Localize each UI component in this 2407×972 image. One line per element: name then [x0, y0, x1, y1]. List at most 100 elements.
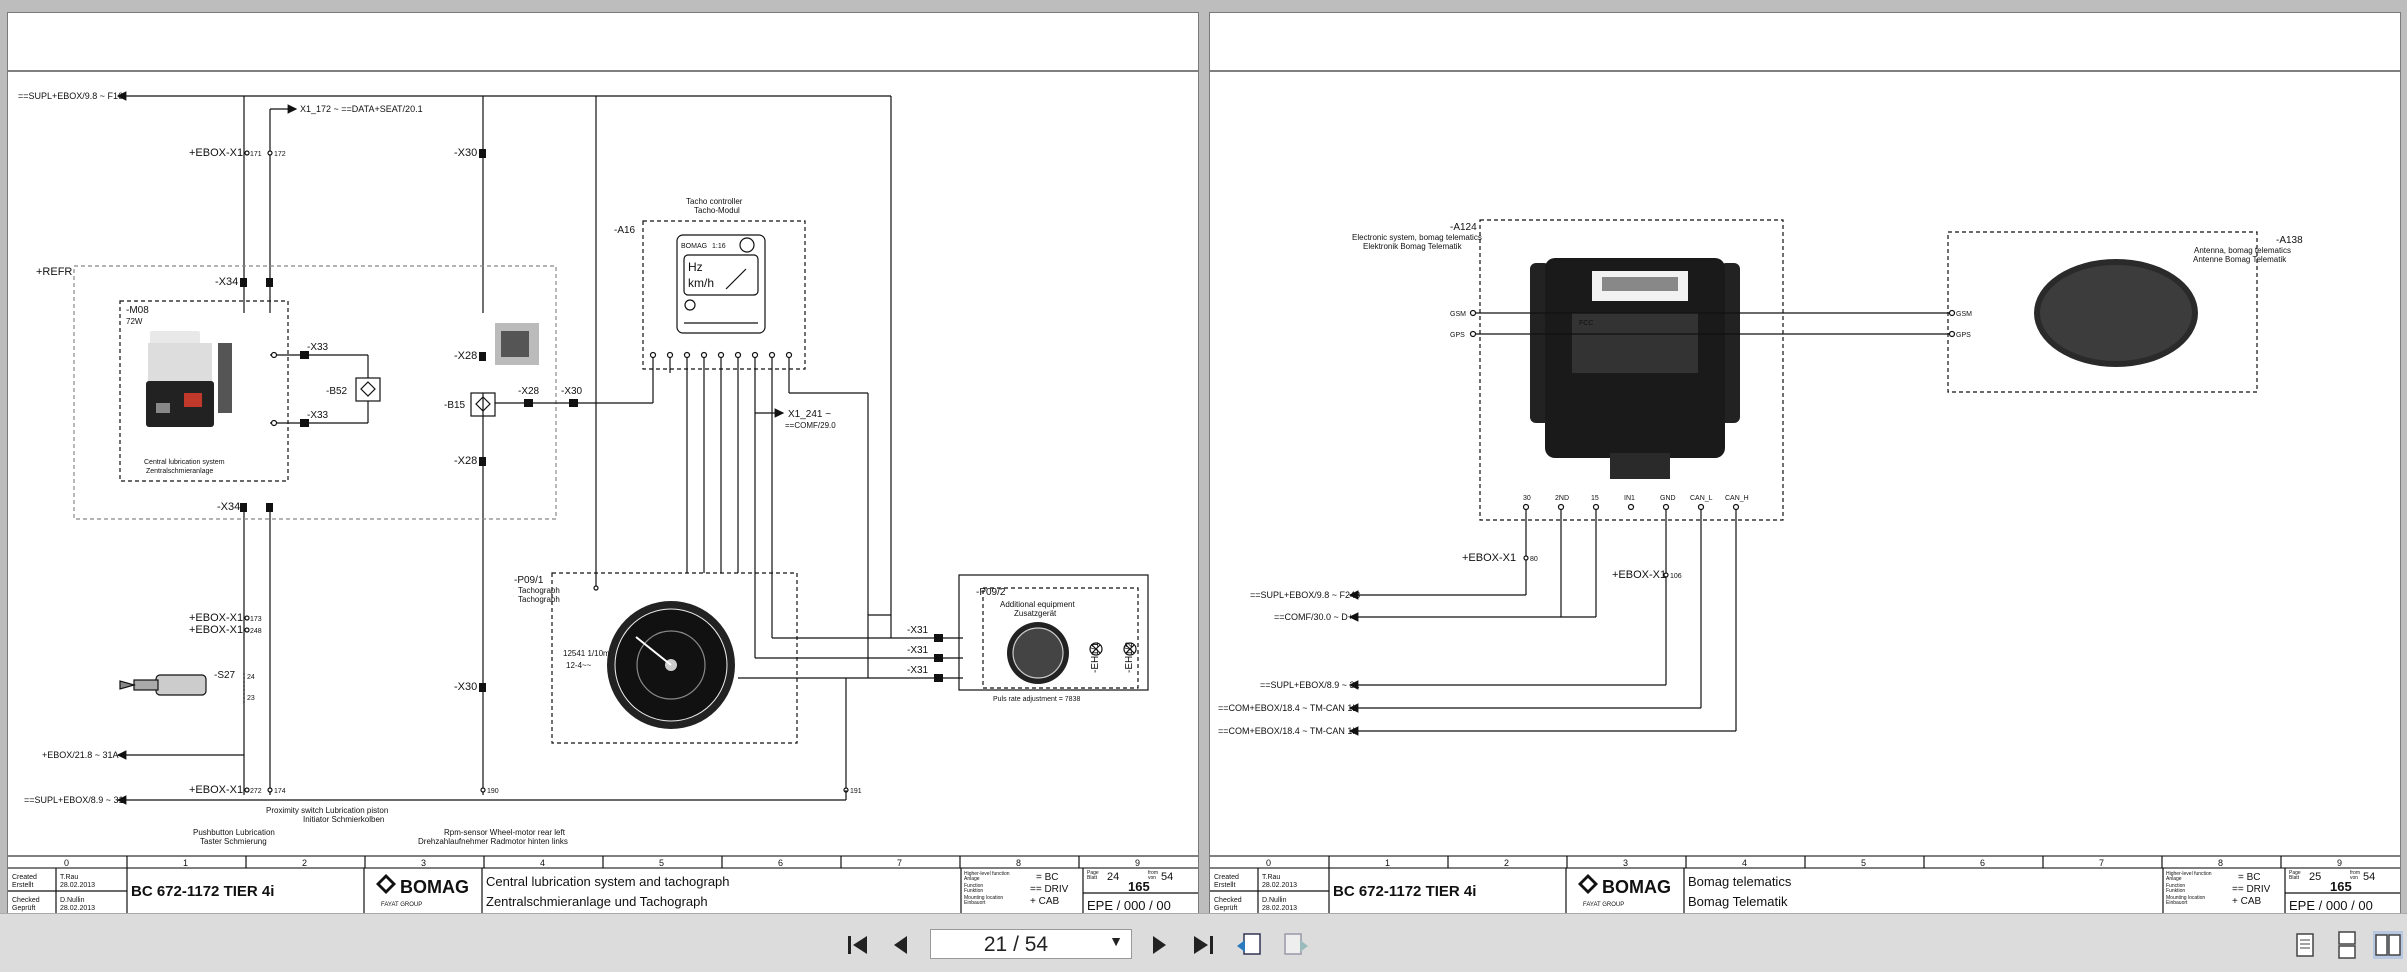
svg-text:54: 54	[2363, 871, 2375, 883]
svg-text:2ND: 2ND	[1555, 495, 1569, 502]
a16-pins	[649, 351, 793, 658]
svg-text:2: 2	[1504, 858, 1509, 868]
first-page-icon[interactable]	[845, 932, 871, 958]
p092-pulse: Puls rate adjustment = 7838	[993, 696, 1080, 703]
svg-text:0: 0	[1266, 858, 1271, 868]
m08-label-en: Central lubrication system	[144, 459, 225, 466]
svg-text:from: from	[2350, 870, 2360, 876]
svg-text:12-4~~: 12-4~~	[566, 661, 592, 670]
two-page-view-icon[interactable]	[2373, 931, 2403, 959]
svg-text:D.Nullin: D.Nullin	[60, 897, 85, 904]
svg-text:24: 24	[1107, 871, 1119, 883]
a138-label-en: Antenna, bomag telematics	[2194, 246, 2291, 255]
svg-text:Geprüft: Geprüft	[12, 905, 35, 912]
svg-text:BOMAG: BOMAG	[681, 243, 707, 250]
svg-text:3: 3	[421, 858, 426, 868]
m08-tag: -M08	[126, 305, 149, 316]
next-page-icon[interactable]	[1146, 932, 1172, 958]
a124-label-de: Elektronik Bomag Telematik	[1363, 242, 1463, 251]
s27-pushbutton-image	[119, 674, 207, 696]
svg-text:FCC: FCC	[1579, 320, 1593, 327]
schematic-right-svg: -A124 Electronic system, bomag telematic…	[1210, 70, 2400, 914]
continuous-view-icon[interactable]	[2334, 931, 2360, 959]
svg-text:Tachograph: Tachograph	[518, 595, 560, 604]
refr-label: +REFR	[36, 266, 72, 278]
schematic-page-right: -A124 Electronic system, bomag telematic…	[1209, 12, 2401, 915]
svg-text:173: 173	[250, 616, 262, 623]
svg-text:Bomag Telematik: Bomag Telematik	[1688, 894, 1788, 909]
page-indicator: 21 / 54	[983, 933, 1049, 956]
svg-text:EPE / 000 / 00: EPE / 000 / 00	[2289, 898, 2373, 913]
svg-text:6: 6	[1980, 858, 1985, 868]
svg-text:= BC: = BC	[1036, 872, 1059, 883]
schematic-left-svg: ==SUPL+EBOX/9.8 ~ F16 X1_172 ~ ==DATA+SE…	[8, 70, 1198, 914]
svg-text:248: 248	[250, 628, 262, 635]
svg-text:171: 171	[250, 151, 262, 158]
signal-31: ==SUPL+EBOX/8.9 ~ 31	[24, 795, 124, 805]
x28-top-label: -X28	[454, 350, 477, 362]
signal-can-h: ==COM+EBOX/18.4 ~ TM-CAN 1H	[1218, 726, 1359, 736]
svg-text:4: 4	[540, 858, 545, 868]
svg-text:CAN_L: CAN_L	[1690, 495, 1713, 502]
gsm-antenna-label: GSM	[1956, 311, 1972, 318]
svg-text:GND: GND	[1660, 495, 1676, 502]
a16-tag: -A16	[614, 225, 636, 236]
svg-text:Mounting location: Mounting location	[964, 895, 1003, 901]
page-selector[interactable]: 21 / 54 ▼	[930, 929, 1132, 959]
svg-text:Erstellt: Erstellt	[1214, 882, 1235, 889]
svg-text:Function: Function	[964, 883, 983, 889]
svg-text:54: 54	[1161, 871, 1173, 883]
telematics-unit-image	[1530, 258, 1740, 479]
signal-x1241: X1_241 ~	[788, 409, 831, 420]
a16-box	[642, 220, 806, 370]
svg-text:1: 1	[1385, 858, 1390, 868]
single-page-view-icon[interactable]	[2292, 931, 2318, 959]
p092-box	[982, 587, 1139, 689]
gsm-pin-label: GSM	[1450, 311, 1466, 318]
p091-scale: 12541 1/10m	[563, 649, 610, 658]
svg-text:BC 672-1172 TIER 4i: BC 672-1172 TIER 4i	[131, 883, 274, 900]
a16-label-de: Tacho-Modul	[694, 206, 740, 215]
svg-text:1:16: 1:16	[712, 243, 726, 250]
svg-text:9: 9	[2337, 858, 2342, 868]
svg-text:== DRIV: == DRIV	[1030, 884, 1069, 895]
p091-tag: -P09/1	[514, 575, 544, 586]
x34-bottom-label: -X34	[217, 501, 240, 513]
svg-text:24: 24	[247, 674, 255, 681]
svg-text:+ CAB: + CAB	[1030, 896, 1060, 907]
svg-text:BOMAG: BOMAG	[1602, 877, 1671, 897]
svg-text:Pushbutton Lubrication: Pushbutton Lubrication	[193, 828, 275, 837]
go-back-view-icon[interactable]	[1235, 932, 1265, 958]
svg-text:Zusatzgerät: Zusatzgerät	[1014, 609, 1057, 618]
svg-text:Funktion: Funktion	[964, 888, 983, 894]
svg-text:Created: Created	[12, 874, 37, 881]
ebox-label-1: +EBOX-X1	[189, 147, 243, 159]
ebox-label-2: +EBOX-X1	[189, 612, 243, 624]
x33-label-1: -X33	[307, 342, 329, 353]
svg-text:Bomag telematics: Bomag telematics	[1688, 874, 1792, 889]
svg-text:28.02.2013: 28.02.2013	[60, 882, 95, 889]
svg-text:2: 2	[302, 858, 307, 868]
previous-page-icon[interactable]	[888, 932, 914, 958]
svg-text:28.02.2013: 28.02.2013	[60, 905, 95, 912]
eh2-label: -EH1/2	[1124, 641, 1135, 673]
svg-text:Taster Schmierung: Taster Schmierung	[200, 837, 267, 846]
svg-text:9: 9	[1135, 858, 1140, 868]
svg-text:Tachograph: Tachograph	[518, 586, 560, 595]
signal-dplus: ==COMF/30.0 ~ D+	[1274, 612, 1353, 622]
gps-pin-label: GPS	[1450, 332, 1465, 339]
svg-text:165: 165	[1128, 879, 1150, 894]
svg-text:Einbauort: Einbauort	[964, 900, 986, 906]
eh1-label: -EH1/1	[1090, 641, 1101, 673]
ebox-label-80: +EBOX-X1	[1462, 552, 1516, 564]
a124-pins: 30 2ND 15 IN1 GND CAN_L CAN_H	[1522, 495, 1749, 511]
svg-text:172: 172	[274, 151, 286, 158]
x33-label-2: -X33	[307, 410, 329, 421]
signal-f16: ==SUPL+EBOX/9.8 ~ F16	[18, 91, 123, 101]
go-forward-view-icon[interactable]	[1280, 932, 1310, 958]
svg-text:von: von	[1148, 875, 1156, 881]
svg-text:FAYAT GROUP: FAYAT GROUP	[1583, 902, 1624, 908]
svg-text:30: 30	[1523, 495, 1531, 502]
last-page-icon[interactable]	[1190, 932, 1216, 958]
b52-sensor	[355, 377, 381, 402]
